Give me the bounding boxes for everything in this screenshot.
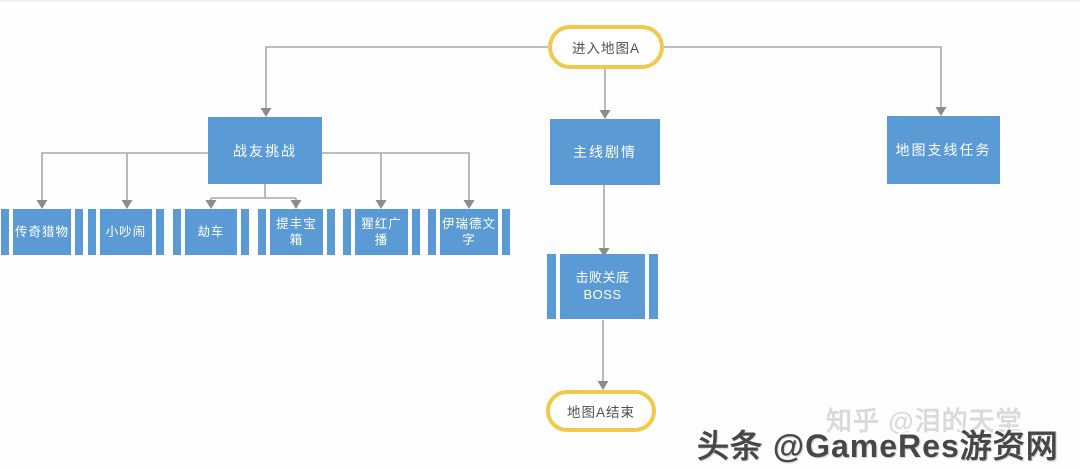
proc-side-bar — [649, 254, 658, 319]
arrowhead-icon — [935, 107, 947, 116]
flow-node-label: 小吵闹 — [100, 209, 152, 255]
watermark-toutiao: 头条 @GameRes游资网 — [697, 428, 1059, 464]
proc-side-bar — [241, 209, 249, 255]
arrowhead-icon — [205, 200, 217, 209]
proc-side-bar — [428, 209, 436, 255]
arrowhead-icon — [260, 108, 272, 117]
flow-node-label: 劫车 — [185, 209, 237, 255]
flow-node-defeat-boss: 击败关底BOSS — [547, 254, 658, 319]
flow-node-label: 击败关底BOSS — [560, 254, 645, 319]
proc-side-bar — [547, 254, 556, 319]
arrowhead-icon — [599, 110, 611, 119]
flow-node-label: 猩红广播 — [355, 209, 408, 255]
proc-side-bar — [258, 209, 266, 255]
flow-node-map-a-end: 地图A结束 — [546, 390, 656, 432]
watermark-zhihu: 知乎 @泪的天堂 — [826, 406, 1023, 436]
flow-node-label: 提丰宝箱 — [270, 209, 323, 255]
flow-node-label: 进入地图A — [571, 41, 640, 56]
flow-node-enter-map-a: 进入地图A — [548, 25, 664, 69]
flow-node-label: 传奇猎物 — [13, 209, 71, 255]
edge-comrade-to-child0 — [41, 152, 208, 201]
flow-node-claptrap: 小吵闹 — [88, 209, 164, 255]
edge-comrade-to-child2-child3 — [210, 184, 297, 201]
flow-node-label: 伊瑞德文字 — [440, 209, 498, 255]
arrowhead-icon — [598, 248, 610, 257]
proc-side-bar — [343, 209, 351, 255]
flow-node-legendary-hunt: 传奇猎物 — [1, 209, 83, 255]
proc-side-bar — [173, 209, 181, 255]
arrowhead-icon — [597, 381, 609, 390]
flow-node-hijack: 劫车 — [173, 209, 249, 255]
arrowhead-icon — [121, 200, 133, 209]
flow-node-map-side-quests: 地图支线任务 — [887, 116, 1000, 184]
arrowhead-icon — [463, 200, 475, 209]
proc-side-bar — [75, 209, 83, 255]
arrowheads — [36, 107, 947, 390]
arrowhead-icon — [36, 200, 48, 209]
arrowhead-icon — [290, 200, 302, 209]
flow-node-label: 地图支线任务 — [895, 142, 992, 158]
proc-side-bar — [156, 209, 164, 255]
flow-node-comrade-challenge: 战友挑战 — [208, 117, 322, 184]
edge-start-to-side-quests — [664, 46, 942, 108]
flow-node-eridian-writing: 伊瑞德文字 — [428, 209, 510, 255]
flow-node-main-story: 主线剧情 — [550, 119, 660, 185]
proc-side-bar — [502, 209, 510, 255]
proc-side-bar — [1, 209, 9, 255]
edge-start-to-comrade — [265, 46, 548, 109]
edge-comrade-to-child5 — [322, 152, 470, 201]
flow-node-typhon-chest: 提丰宝箱 — [258, 209, 335, 255]
flow-node-label: 地图A结束 — [566, 405, 635, 420]
flow-node-crimson-radio: 猩红广播 — [343, 209, 420, 255]
proc-side-bar — [327, 209, 335, 255]
arrowhead-icon — [375, 200, 387, 209]
flow-node-label: 主线剧情 — [573, 144, 637, 160]
proc-side-bar — [412, 209, 420, 255]
proc-side-bar — [88, 209, 96, 255]
flow-node-label: 战友挑战 — [233, 142, 297, 159]
